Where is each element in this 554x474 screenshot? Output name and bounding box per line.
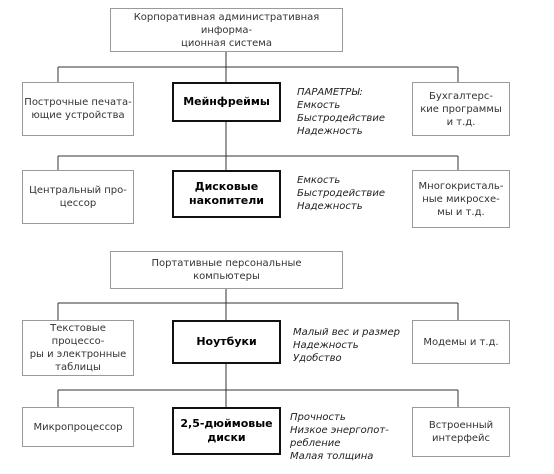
line-printers-box: Построчные печата- ющие устройства xyxy=(22,82,134,136)
cpu-box: Центральный про- цессор xyxy=(22,170,134,224)
portable-pc-box: Портативные персональные компьютеры xyxy=(110,251,343,289)
notebooks-params: Малый вес и размер Надежность Удобство xyxy=(293,327,400,364)
notebooks-box: Ноутбуки xyxy=(172,320,281,364)
mainframes-params: ПАРАМЕТРЫ: Емкость Быстродействие Надежн… xyxy=(297,87,385,137)
text-processors-box: Текстовые процессо- ры и электронные таб… xyxy=(22,320,134,376)
disks-25-inch-params: Прочность Низкое энергопот- ребление Мал… xyxy=(290,412,389,462)
mainframes-box: Мейнфреймы xyxy=(172,82,281,122)
accounting-software-box: Бухгалтерс- кие программы и т.д. xyxy=(412,82,510,136)
multichip-box: Многокристаль- ные микросхе- мы и т.д. xyxy=(412,170,510,228)
microprocessor-box: Микропроцессор xyxy=(22,407,134,447)
modems-box: Модемы и т.д. xyxy=(412,320,510,364)
corporate-system-box: Корпоративная административная информа- … xyxy=(110,8,343,52)
disks-25-inch-box: 2,5-дюймовые диски xyxy=(172,407,281,455)
disk-drives-params: Емкость Быстродействие Надежность xyxy=(297,175,385,212)
embedded-interface-box: Встроенный интерфейс xyxy=(412,407,510,457)
disk-drives-box: Дисковые накопители xyxy=(172,170,281,218)
